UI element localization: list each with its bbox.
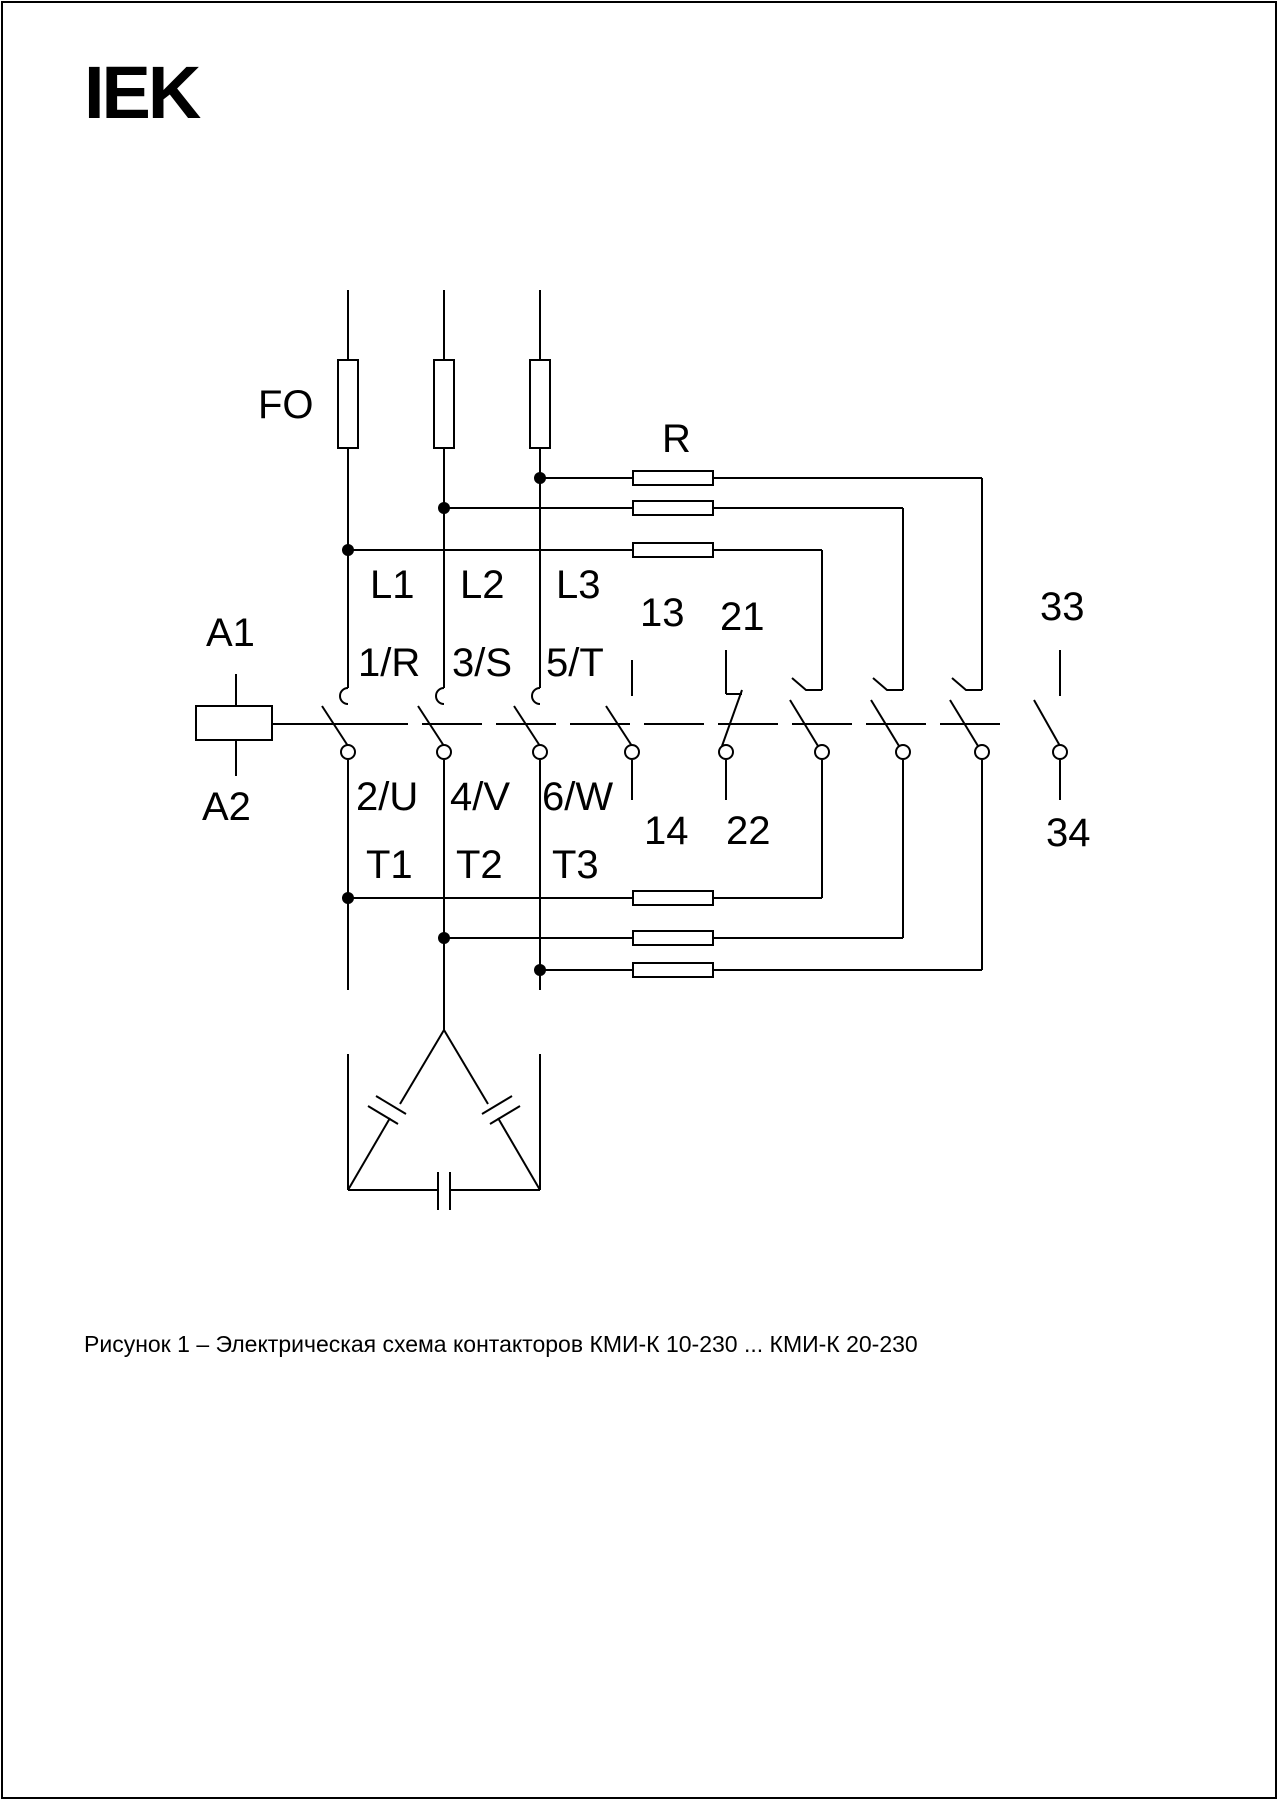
label-aux-14: 14: [644, 809, 689, 853]
resistor-top-2: [632, 500, 714, 516]
fuse-l1: [337, 359, 359, 449]
label-terminal-2u: 2/U: [356, 775, 418, 819]
label-terminal-1r: 1/R: [358, 641, 420, 685]
label-aux-21: 21: [720, 595, 765, 639]
coil-box: [195, 705, 273, 741]
label-aux-34: 34: [1046, 811, 1091, 855]
iek-logo: IEK: [84, 51, 204, 134]
label-t2: T2: [456, 843, 503, 887]
contact-terminals: [340, 744, 1068, 760]
label-fuse: FO: [258, 383, 314, 427]
junction-dots: [342, 472, 546, 976]
label-aux-22: 22: [726, 809, 771, 853]
label-aux-33: 33: [1040, 585, 1085, 629]
label-terminal-4v: 4/V: [450, 775, 510, 819]
schematic-lines: [195, 290, 1061, 1210]
label-terminal-6w: 6/W: [542, 775, 613, 819]
fuse-l3: [529, 359, 551, 449]
resistor-bottom-1: [632, 890, 714, 906]
label-l2: L2: [460, 563, 505, 607]
resistor-bottom-2: [632, 930, 714, 946]
label-t3: T3: [552, 843, 599, 887]
label-l1: L1: [370, 563, 415, 607]
figure-caption: Рисунок 1 – Электрическая схема контакто…: [84, 1331, 918, 1357]
diagram-labels: FO R A1 A2 L1 L2 L3 1/R 3/S 5/T 2/U 4/V …: [202, 383, 1091, 887]
label-aux-13: 13: [640, 591, 685, 635]
label-terminal-3s: 3/S: [452, 641, 512, 685]
label-resistor: R: [662, 417, 691, 461]
label-t1: T1: [366, 843, 413, 887]
label-l3: L3: [556, 563, 601, 607]
label-coil-a1: A1: [206, 611, 255, 655]
resistor-top-1: [632, 470, 714, 486]
logo-text: IEK: [84, 51, 201, 134]
resistor-top-3: [632, 542, 714, 558]
label-terminal-5t: 5/T: [546, 641, 604, 685]
fuse-l2: [433, 359, 455, 449]
label-coil-a2: A2: [202, 785, 251, 829]
resistor-bottom-3: [632, 962, 714, 978]
